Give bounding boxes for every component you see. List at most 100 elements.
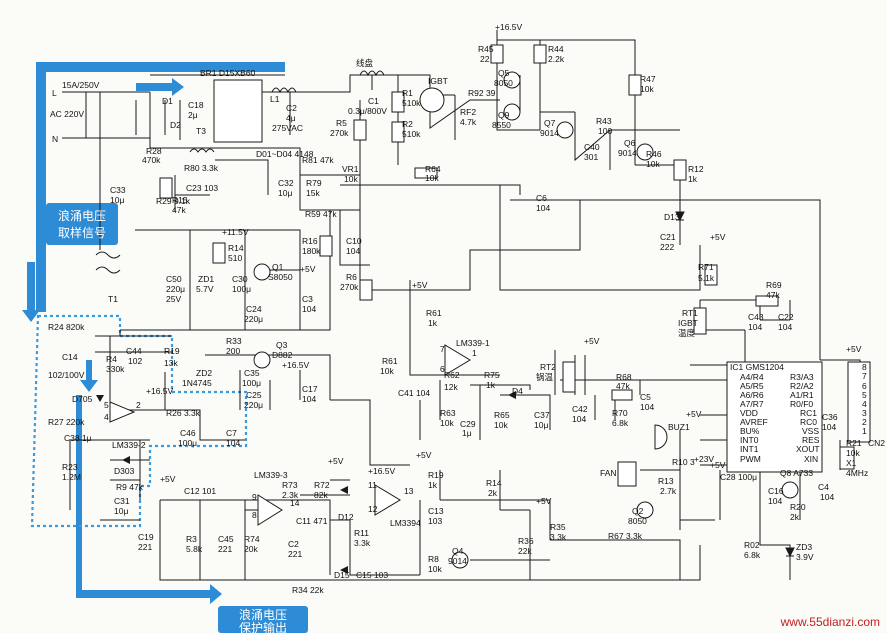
label-c21: C21 xyxy=(660,232,676,242)
label-d705: D705 xyxy=(72,394,93,404)
label-c30: C30 xyxy=(232,274,248,284)
label-r59: R59 47k xyxy=(305,209,337,219)
label-c2: C2 xyxy=(286,103,297,113)
label-zd2v: 1N4745 xyxy=(182,378,212,388)
label-r73: R73 xyxy=(282,480,298,490)
label-r35: R35 xyxy=(550,522,566,532)
label-d303: D303 xyxy=(114,466,135,476)
label-vr1v: 10k xyxy=(344,174,358,184)
label-c15: C15 103 xyxy=(356,570,388,580)
label-r71: R71 xyxy=(698,262,714,272)
label-c44v: 102 xyxy=(128,356,142,366)
label-r16v: 180k xyxy=(302,246,321,256)
label-r74v: 20k xyxy=(244,544,258,554)
label-r69: R69 xyxy=(766,280,782,290)
label-pin13: 13 xyxy=(404,486,414,496)
down-arrow-small-icon xyxy=(80,360,98,392)
label-N: N xyxy=(52,134,58,144)
label-c32v: 10μ xyxy=(278,188,292,198)
label-c14: C14 xyxy=(62,352,78,362)
label-pa5: A5/R5 xyxy=(740,381,764,391)
igbt-symbol xyxy=(419,87,445,113)
label-r33: R33 xyxy=(226,336,242,346)
label-r75v: 1k xyxy=(486,380,496,390)
label-c42: C42 xyxy=(572,404,588,414)
label-r67: R67 3.3k xyxy=(608,531,643,541)
label-r45v: 22 xyxy=(480,54,490,64)
label-r5: R5 xyxy=(336,118,347,128)
label-r62v: 12k xyxy=(444,382,458,392)
label-r72: R72 xyxy=(314,480,330,490)
label-c46: C46 xyxy=(180,428,196,438)
label-c32: C32 xyxy=(278,178,294,188)
label-c18: C18 xyxy=(188,100,204,110)
label-r12: R12 xyxy=(688,164,704,174)
label-c45: C45 xyxy=(218,534,234,544)
label-rt1: RT1 xyxy=(682,308,698,318)
label-c14v: 102/100V xyxy=(48,370,85,380)
protect-callout-line2: 保护输出 xyxy=(239,620,287,633)
label-q6v: 9014 xyxy=(618,148,637,158)
label-r34: R34 22k xyxy=(292,585,324,595)
label-q1v: S8050 xyxy=(268,272,293,282)
label-pxin: XIN xyxy=(804,454,818,464)
label-c30v: 100μ xyxy=(232,284,251,294)
label-r13: R13 xyxy=(658,476,674,486)
label-c5v: 104 xyxy=(640,402,654,412)
diode-d4 xyxy=(508,391,516,399)
label-pxout: XOUT xyxy=(796,444,820,454)
label-p5d: +5V xyxy=(584,336,600,346)
label-r63: R63 xyxy=(440,408,456,418)
label-r36v: 22k xyxy=(518,546,532,556)
label-rt2v: 锅温 xyxy=(536,372,554,382)
label-r19v: 13k xyxy=(164,358,178,368)
label-c21v: 222 xyxy=(660,242,674,252)
resistor-r71 xyxy=(704,264,718,286)
transistor-q9 xyxy=(503,103,521,121)
resistor-r16 xyxy=(319,235,333,257)
label-zd3: ZD3 xyxy=(796,542,812,552)
label-p5g: +5V xyxy=(686,409,702,419)
label-q7v: 9014 xyxy=(540,128,559,138)
label-zd3v: 3.9V xyxy=(796,552,814,562)
inductor-l1 xyxy=(271,87,297,94)
diode-d705 xyxy=(96,395,104,402)
label-c5: C5 xyxy=(640,392,651,402)
label-r9: R9 47k xyxy=(116,482,144,492)
label-r92: R92 39 xyxy=(468,88,496,98)
comparator-lm339-3 xyxy=(257,494,283,526)
label-r63v: 10k xyxy=(440,418,454,428)
transistor-q7 xyxy=(556,121,574,139)
transistor-q5 xyxy=(503,71,521,89)
label-r14: R14 xyxy=(228,243,244,253)
label-r14v: 510 xyxy=(228,253,242,263)
label-q9v: 8550 xyxy=(492,120,511,130)
resistor-r64 xyxy=(414,167,438,179)
label-q4v: 9014 xyxy=(448,556,467,566)
label-x1: X1 xyxy=(846,458,857,468)
resistor-r2 xyxy=(391,121,405,143)
label-q4: Q4 xyxy=(452,546,464,556)
label-c46v: 100μ xyxy=(178,438,197,448)
label-c25v: 220μ xyxy=(244,400,263,410)
label-pvss: VSS xyxy=(802,426,819,436)
thermistor-rt1 xyxy=(693,307,707,335)
label-c29v: 1μ xyxy=(462,428,472,438)
diode-d13 xyxy=(675,211,685,222)
label-r75: R75 xyxy=(484,370,500,380)
label-rf2: RF2 xyxy=(460,107,476,117)
flow-arrow-icon xyxy=(136,78,184,96)
resistor-r69 xyxy=(755,295,779,307)
label-r8v: 10k xyxy=(428,564,442,574)
label-p5e: +5V xyxy=(710,232,726,242)
label-zd1v: 5.7V xyxy=(196,284,214,294)
label-q5v: 8050 xyxy=(494,78,513,88)
label-fan: FAN xyxy=(600,468,617,478)
label-c43v: 104 xyxy=(748,322,762,332)
label-r26: R26 3.3k xyxy=(166,408,201,418)
label-pres: RES xyxy=(802,435,820,445)
diode-d12 xyxy=(340,486,348,494)
label-d13: D13 xyxy=(664,212,680,222)
label-r02: R02 xyxy=(744,540,760,550)
